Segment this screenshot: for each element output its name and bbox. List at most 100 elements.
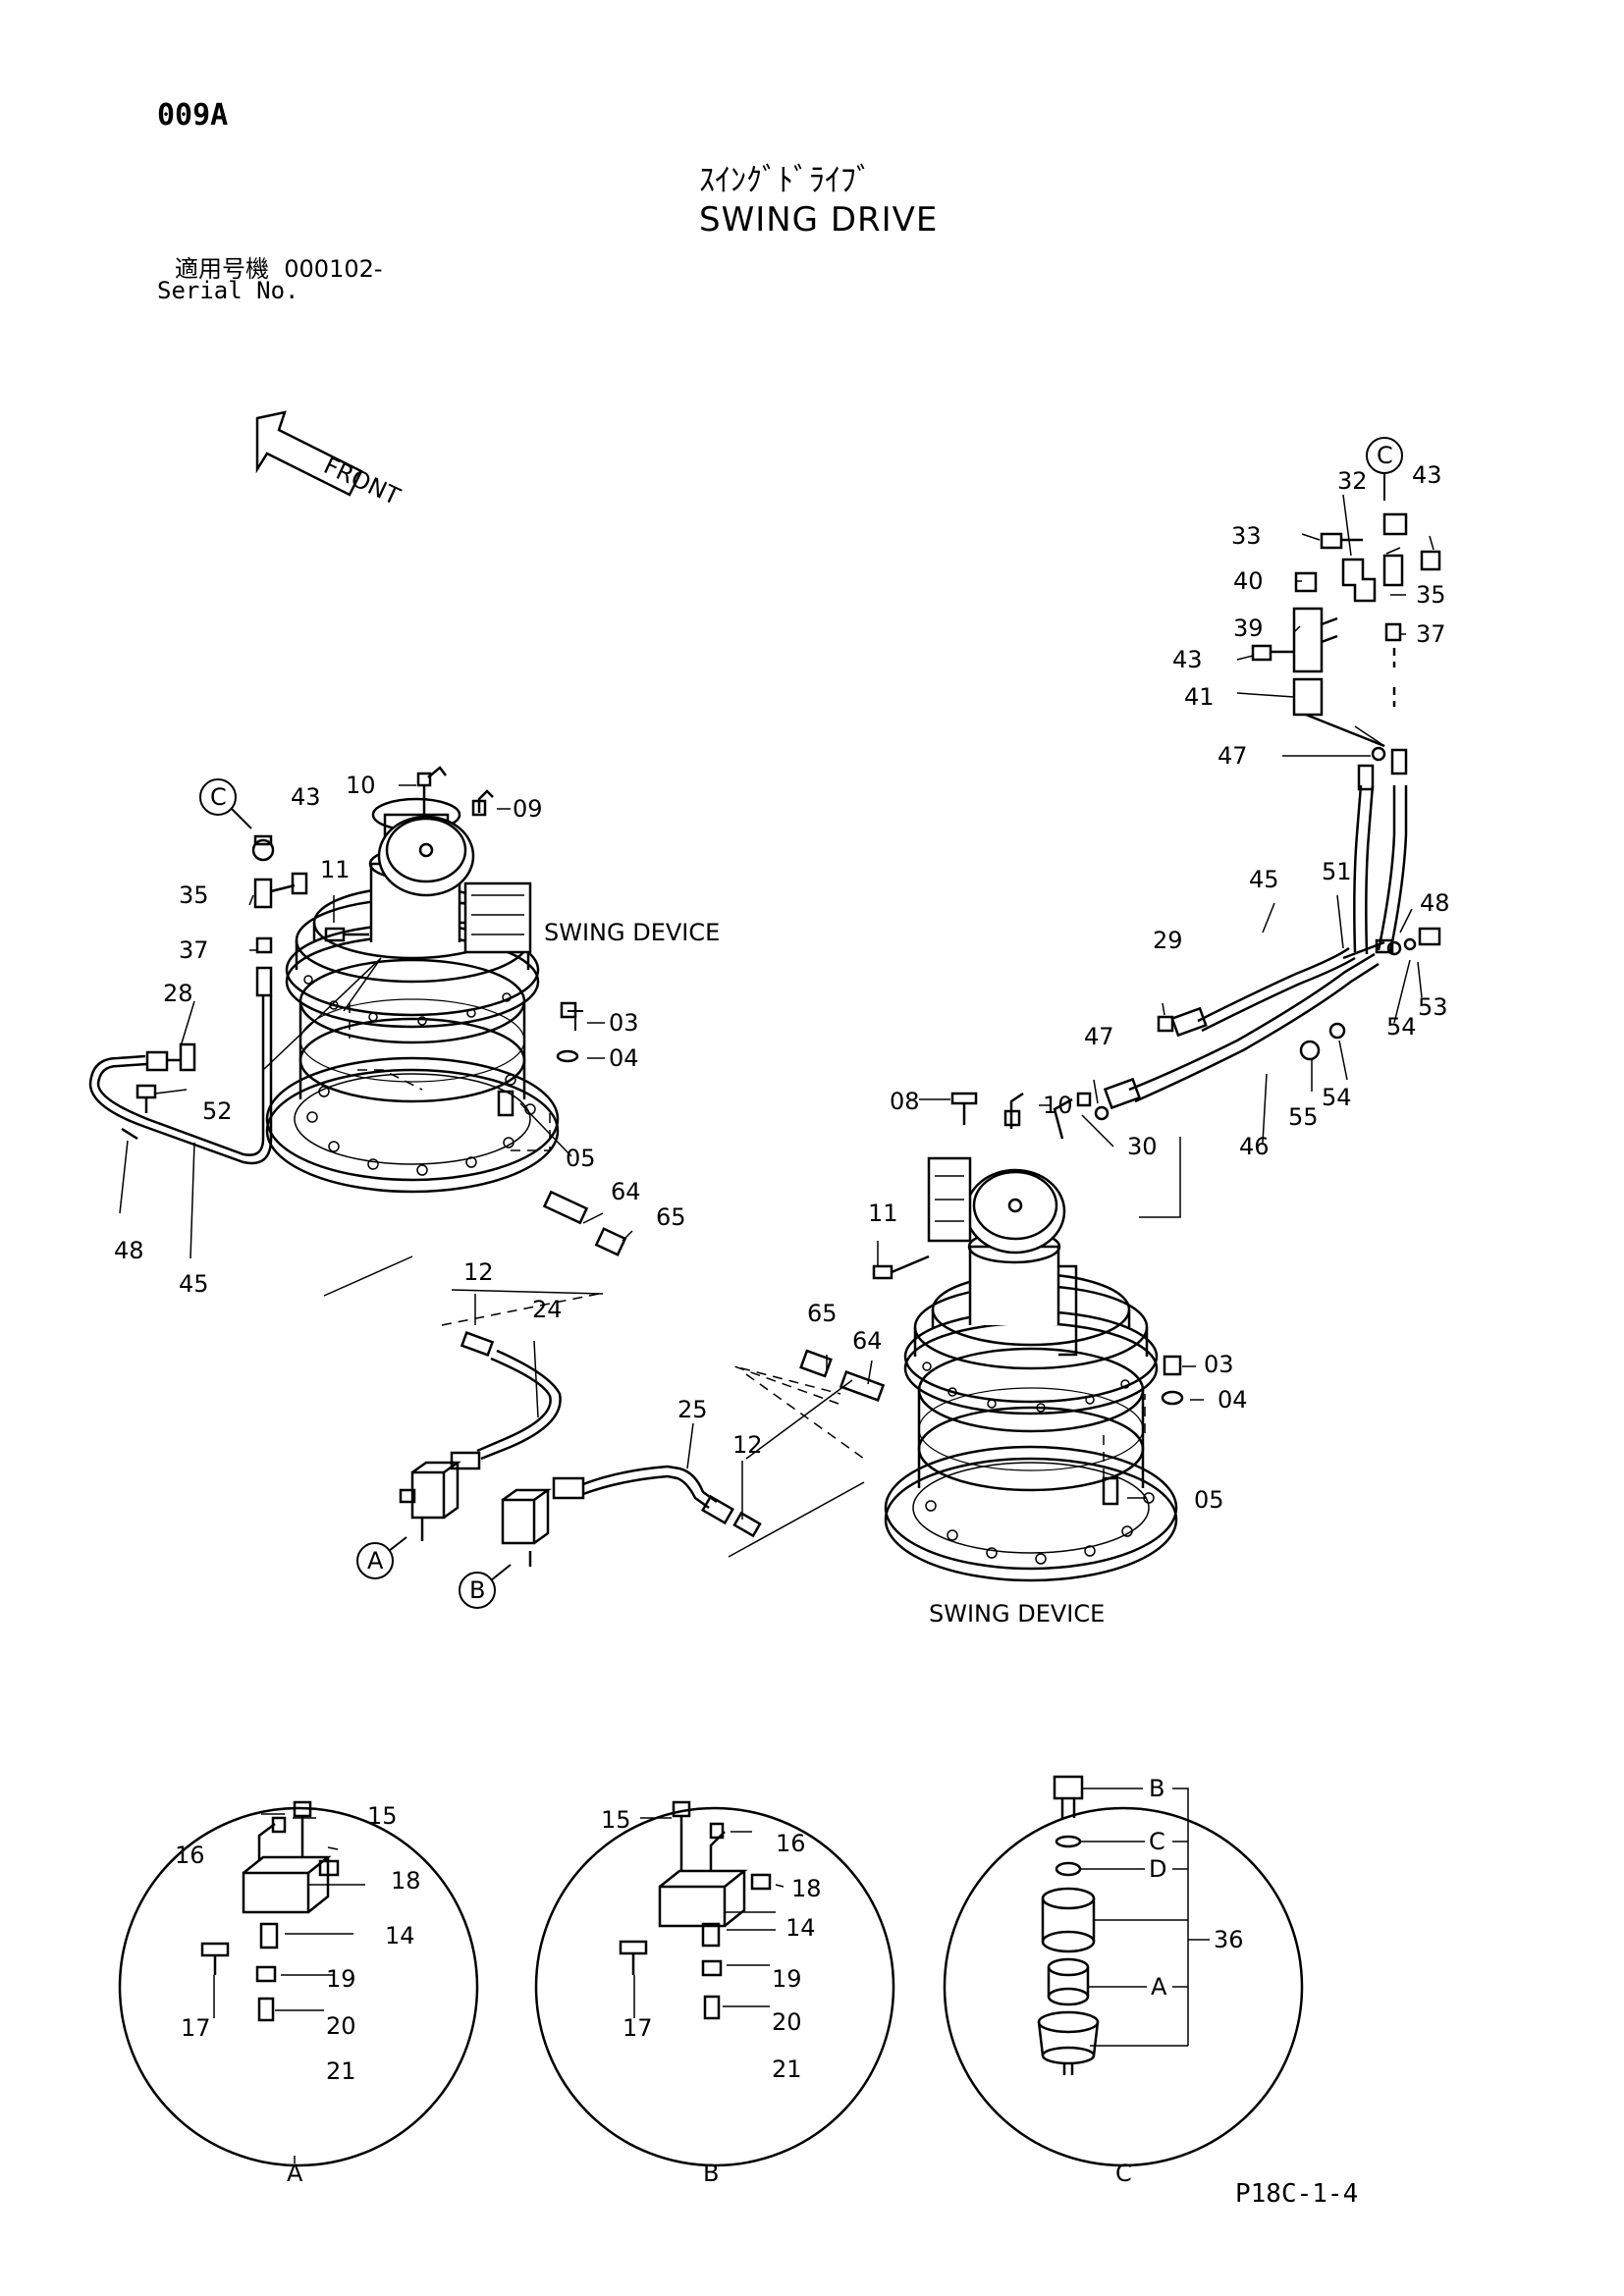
- marker-a: A: [367, 1547, 384, 1575]
- label-28: 28: [163, 980, 193, 1007]
- label-55-b: 54: [1322, 1084, 1352, 1111]
- serial-value: 000102-: [284, 255, 383, 283]
- label-33: 33: [1231, 522, 1262, 550]
- detail-c-c: C: [1149, 1828, 1165, 1855]
- detail-a: [118, 1800, 479, 2167]
- detail-a-17: 17: [181, 2014, 211, 2042]
- label-11-right: 11: [868, 1200, 898, 1227]
- label-12-right: 12: [732, 1431, 763, 1459]
- marker-b: B: [469, 1576, 485, 1604]
- label-05-right: 05: [1194, 1486, 1224, 1514]
- detail-b-21: 21: [772, 2056, 802, 2083]
- serial-label-japanese: 適用号機 000102-: [175, 249, 383, 284]
- right-fittings: [872, 512, 1441, 1506]
- label-43-top: 43: [1412, 461, 1442, 489]
- detail-b-18: 18: [791, 1875, 822, 1902]
- device-label-right: SWING DEVICE: [929, 1600, 1105, 1628]
- label-43-mid: 43: [1172, 646, 1203, 673]
- detail-a-21: 21: [326, 2057, 356, 2085]
- front-arrow-icon: [255, 410, 363, 497]
- device-label-left: SWING DEVICE: [544, 919, 720, 946]
- label-11-left: 11: [320, 856, 351, 883]
- detail-b-19: 19: [772, 1965, 802, 1993]
- label-09: 09: [513, 795, 543, 823]
- swing-device-right: [884, 1156, 1178, 1582]
- serial-label-jp-text: 適用号機: [175, 255, 269, 283]
- label-46: 45: [1249, 866, 1279, 893]
- detail-c-36: 36: [1214, 1926, 1244, 1953]
- front-label: FRONT: [319, 452, 404, 510]
- detail-c-b: B: [1149, 1775, 1164, 1802]
- label-40: 40: [1233, 567, 1264, 595]
- label-35-left: 35: [179, 881, 209, 909]
- left-fittings: [88, 766, 627, 1256]
- label-51-right: 48: [1420, 889, 1450, 917]
- swing-device-left: [265, 797, 560, 1194]
- label-04-right: 04: [1218, 1386, 1248, 1414]
- detail-b-14: 14: [785, 1914, 816, 1942]
- detail-c: [943, 1775, 1304, 2167]
- detail-a-19: 19: [326, 1965, 356, 1993]
- detail-b-15: 15: [601, 1806, 631, 1834]
- label-41: 41: [1184, 683, 1215, 711]
- label-51-left: 48: [114, 1237, 144, 1264]
- page-reference: P18C-1-4: [1235, 2179, 1359, 2209]
- label-37-right: 37: [1416, 620, 1446, 648]
- label-45: 45: [179, 1270, 209, 1298]
- label-25: 25: [677, 1396, 708, 1423]
- detail-c-a: A: [1151, 1973, 1167, 2001]
- label-65-right: 65: [807, 1300, 838, 1327]
- label-10-left: 10: [346, 772, 376, 799]
- marker-c-left: C: [210, 783, 227, 811]
- label-65-left: 65: [656, 1203, 686, 1231]
- label-24: 24: [532, 1296, 563, 1323]
- detail-a-15: 15: [367, 1802, 398, 1830]
- title-japanese: ｽｲﾝｸﾞﾄﾞﾗｲﾌﾞ: [699, 161, 873, 198]
- dashed-leaders: [349, 1003, 1146, 1478]
- lower-hoses: [399, 1331, 886, 1567]
- label-08: 08: [890, 1088, 920, 1115]
- detail-b-17: 17: [623, 2014, 653, 2042]
- label-56: 55: [1288, 1103, 1319, 1131]
- label-64-right: 64: [852, 1327, 883, 1355]
- leader-lines: [119, 494, 1435, 1558]
- label-05-left: 05: [566, 1145, 596, 1172]
- label-53: 52: [202, 1097, 233, 1125]
- label-12-left: 12: [463, 1258, 494, 1286]
- label-64-left: 64: [611, 1178, 641, 1205]
- label-03-right: 03: [1204, 1351, 1234, 1378]
- label-48-mid: 47: [1084, 1023, 1114, 1050]
- label-55-a: 54: [1386, 1013, 1417, 1041]
- label-32: 32: [1337, 467, 1368, 495]
- label-35-right: 35: [1416, 581, 1446, 609]
- page-title: SWING DRIVE: [699, 200, 939, 240]
- detail-b-16: 16: [776, 1830, 806, 1857]
- detail-c-title: C: [1115, 2160, 1132, 2187]
- label-48-top: 47: [1218, 742, 1248, 770]
- label-04-left: 04: [609, 1044, 639, 1072]
- label-47: 46: [1239, 1133, 1270, 1160]
- label-03-left: 03: [609, 1009, 639, 1037]
- label-29: 29: [1153, 927, 1183, 954]
- label-52: 51: [1322, 858, 1352, 885]
- callout-circles: [199, 437, 1403, 1609]
- detail-a-16: 16: [175, 1842, 205, 1869]
- drawing-code: 009A: [157, 98, 229, 133]
- label-10-right: 10: [1043, 1092, 1073, 1119]
- label-54: 53: [1418, 993, 1448, 1021]
- marker-c-right: C: [1377, 442, 1393, 469]
- label-39: 39: [1233, 614, 1264, 642]
- detail-b: [534, 1800, 895, 2167]
- detail-c-d: D: [1149, 1855, 1166, 1883]
- detail-a-14: 14: [385, 1922, 415, 1949]
- label-30: 30: [1127, 1133, 1158, 1160]
- detail-b-title: B: [703, 2160, 719, 2187]
- detail-a-20: 20: [326, 2012, 356, 2040]
- detail-b-20: 20: [772, 2008, 802, 2036]
- label-43-left: 43: [291, 783, 321, 811]
- label-37-left: 37: [179, 936, 209, 964]
- detail-a-18: 18: [391, 1867, 421, 1895]
- labels: FRONT SWING DEVICE SWING DEVICE C C A B …: [114, 442, 1450, 2187]
- detail-a-title: A: [287, 2160, 303, 2187]
